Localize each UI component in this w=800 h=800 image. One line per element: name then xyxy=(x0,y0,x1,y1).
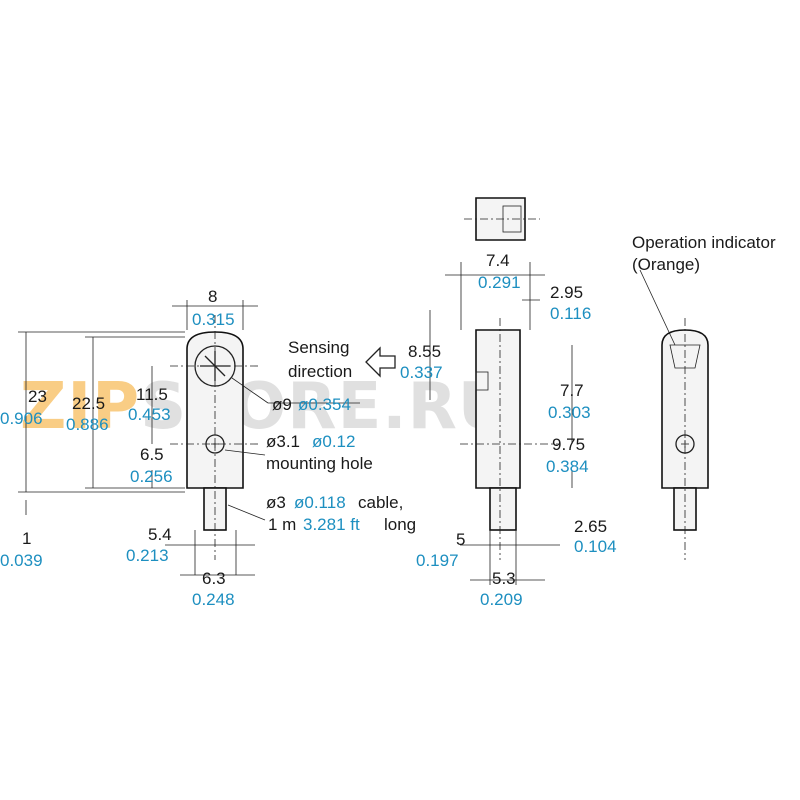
sensing-arrow-icon xyxy=(365,346,396,378)
sensing-label-2: direction xyxy=(288,362,352,381)
dim-side-cable-mm: 5 xyxy=(456,530,465,549)
dim-cable-width-mm: 5.4 xyxy=(148,525,172,544)
dim-sensing-center-in: 0.453 xyxy=(128,405,171,424)
dim-indicator-mm: 7.7 xyxy=(560,381,584,400)
hole-dia-mm: ø3.1 xyxy=(266,432,300,451)
dim-bottom-mm: 1 xyxy=(22,529,31,548)
dim-side-bottom-mm: 5.3 xyxy=(492,569,516,588)
dim-side-cable-off-mm: 2.65 xyxy=(574,517,607,536)
dim-width-mm: 8 xyxy=(208,287,217,306)
dim-hole-spacing-in: 0.248 xyxy=(192,590,235,609)
side-body xyxy=(475,329,521,489)
indicator-window xyxy=(669,344,701,369)
dim-side-hole-in: 0.384 xyxy=(546,457,589,476)
dim-side-cable-in: 0.197 xyxy=(416,551,459,570)
dim-side-cable-off-in: 0.104 xyxy=(574,537,617,556)
watermark-zip: ZIP xyxy=(20,370,140,444)
dim-bottom-in: 0.039 xyxy=(0,551,43,570)
hole-dia-in: ø0.12 xyxy=(312,432,355,451)
dim-side-bottom-in: 0.209 xyxy=(480,590,523,609)
hole-text: mounting hole xyxy=(266,454,373,473)
length-in: 3.281 ft xyxy=(303,515,360,534)
front-dims xyxy=(18,300,360,576)
length-suffix: long xyxy=(384,515,416,534)
indicator-label-1: Operation indicator xyxy=(632,233,776,252)
sensing-dia-mm: ø9 xyxy=(272,395,292,414)
dim-side-top-mm: 7.4 xyxy=(486,251,510,270)
front-view xyxy=(170,315,260,560)
dim-hole-spacing-mm: 6.3 xyxy=(202,569,226,588)
dim-height-total-mm: 23 xyxy=(28,387,47,406)
dim-side-top-in: 0.291 xyxy=(478,273,521,292)
dim-side-step-in: 0.116 xyxy=(550,304,591,323)
rear-view xyxy=(639,269,709,560)
dim-sensing-center-mm: 11.5 xyxy=(136,385,168,404)
dim-height-body-mm: 22.5 xyxy=(72,394,105,413)
sensing-dia-in: ø0.354 xyxy=(298,395,351,414)
side-cable xyxy=(489,487,517,531)
dim-hole-pos-in: 0.256 xyxy=(130,467,173,486)
sensing-label-1: Sensing xyxy=(288,338,349,357)
dim-width-in: 0.315 xyxy=(192,310,235,329)
dim-sensing-depth-in: 0.337 xyxy=(400,363,443,382)
dim-hole-pos-mm: 6.5 xyxy=(140,445,164,464)
dim-indicator-in: 0.303 xyxy=(548,403,591,422)
dim-side-step-mm: 2.95 xyxy=(550,283,583,302)
dim-height-body-in: 0.886 xyxy=(66,415,109,434)
cable-in: ø0.118 xyxy=(294,493,346,512)
length-prefix: 1 m xyxy=(268,515,296,534)
dim-side-hole-mm: 9.75 xyxy=(552,435,585,454)
cable-mm: ø3 xyxy=(266,493,286,512)
dim-height-total-in: 0.906 xyxy=(0,409,43,428)
cable-suffix: cable, xyxy=(358,493,403,512)
dim-sensing-depth-mm: 8.55 xyxy=(408,342,441,361)
indicator-label-2: (Orange) xyxy=(632,255,700,274)
front-body xyxy=(186,331,244,489)
dim-cable-width-in: 0.213 xyxy=(126,546,169,565)
side-view xyxy=(365,197,573,585)
